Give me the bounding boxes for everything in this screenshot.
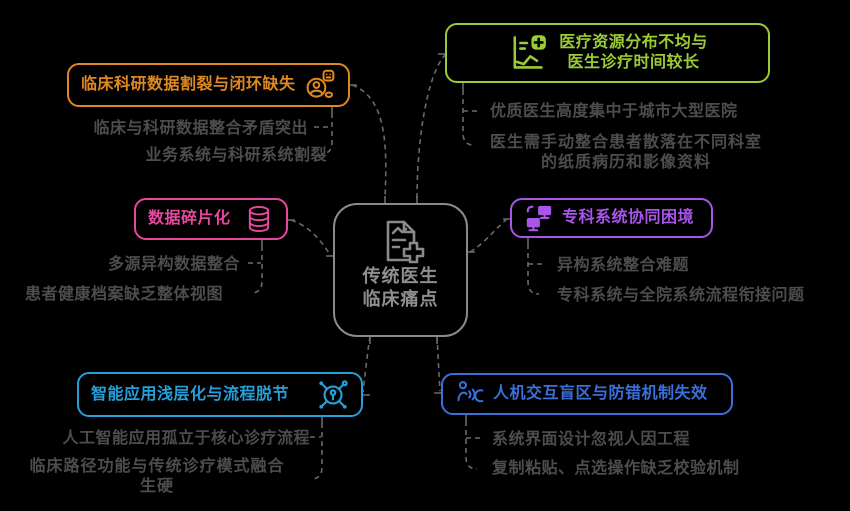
sub-item[interactable]: 临床路径功能与传统诊疗模式融合生硬 [29,458,285,495]
user-research-loop-icon [306,69,335,99]
sub-item[interactable]: 异构系统整合难题 [557,257,690,274]
sub-item[interactable]: 系统界面设计忽视人因工程 [492,431,691,448]
branch-title: 人机交互盲区与防错机制失效 [493,385,708,402]
branch-specialty-system-collaboration[interactable]: 专科系统协同困境 [510,198,713,238]
sub-item[interactable]: 多源异构数据整合 [107,256,240,273]
branch-title-line2: 医生诊疗时间较长 [567,54,700,71]
sub-item[interactable]: 专科系统与全院系统流程衔接问题 [557,287,805,304]
devices-sync-icon [526,205,552,232]
branch-title: 数据碎片化 [148,210,231,227]
branch-shallow-ai-application[interactable]: 智能应用浅层化与流程脱节 [77,372,363,417]
center-title-line2: 临床痛点 [362,289,439,309]
branch-clinical-research-data[interactable]: 临床科研数据割裂与闭环缺失 [67,63,350,107]
chart-plus-icon [513,35,547,69]
sub-item[interactable]: 人工智能应用孤立于核心诊疗流程 [62,430,310,447]
sub-item[interactable]: 医生需手动整合患者散落在不同科室的纸质病历和影像资料 [490,134,763,171]
branch-medical-resources[interactable]: 医疗资源分布不均与 医生诊疗时间较长 [445,23,770,83]
sub-item[interactable]: 优质医生高度集中于城市大型医院 [490,103,738,120]
branch-title: 专科系统协同困境 [562,209,695,226]
sub-item[interactable]: 临床与科研数据整合矛盾突出 [93,120,308,137]
ai-network-icon [319,379,348,409]
database-icon [248,205,270,233]
center-node[interactable]: 传统医生 临床痛点 [333,203,468,337]
branch-data-fragmentation[interactable]: 数据碎片化 [134,198,288,240]
center-title-line1: 传统医生 [362,266,439,286]
branch-title-line1: 医疗资源分布不均与 [559,34,708,51]
branch-title: 临床科研数据割裂与闭环缺失 [81,76,296,93]
branch-title: 智能应用浅层化与流程脱节 [91,385,290,403]
sub-item[interactable]: 复制粘贴、点选操作缺乏校验机制 [492,460,740,477]
sub-item[interactable]: 业务系统与科研系统割裂 [145,147,327,164]
medical-record-add-icon [386,220,424,264]
sub-item[interactable]: 患者健康档案缺乏整体视图 [24,286,223,303]
human-interaction-icon [457,381,484,403]
branch-human-computer-interaction[interactable]: 人机交互盲区与防错机制失效 [441,373,733,415]
